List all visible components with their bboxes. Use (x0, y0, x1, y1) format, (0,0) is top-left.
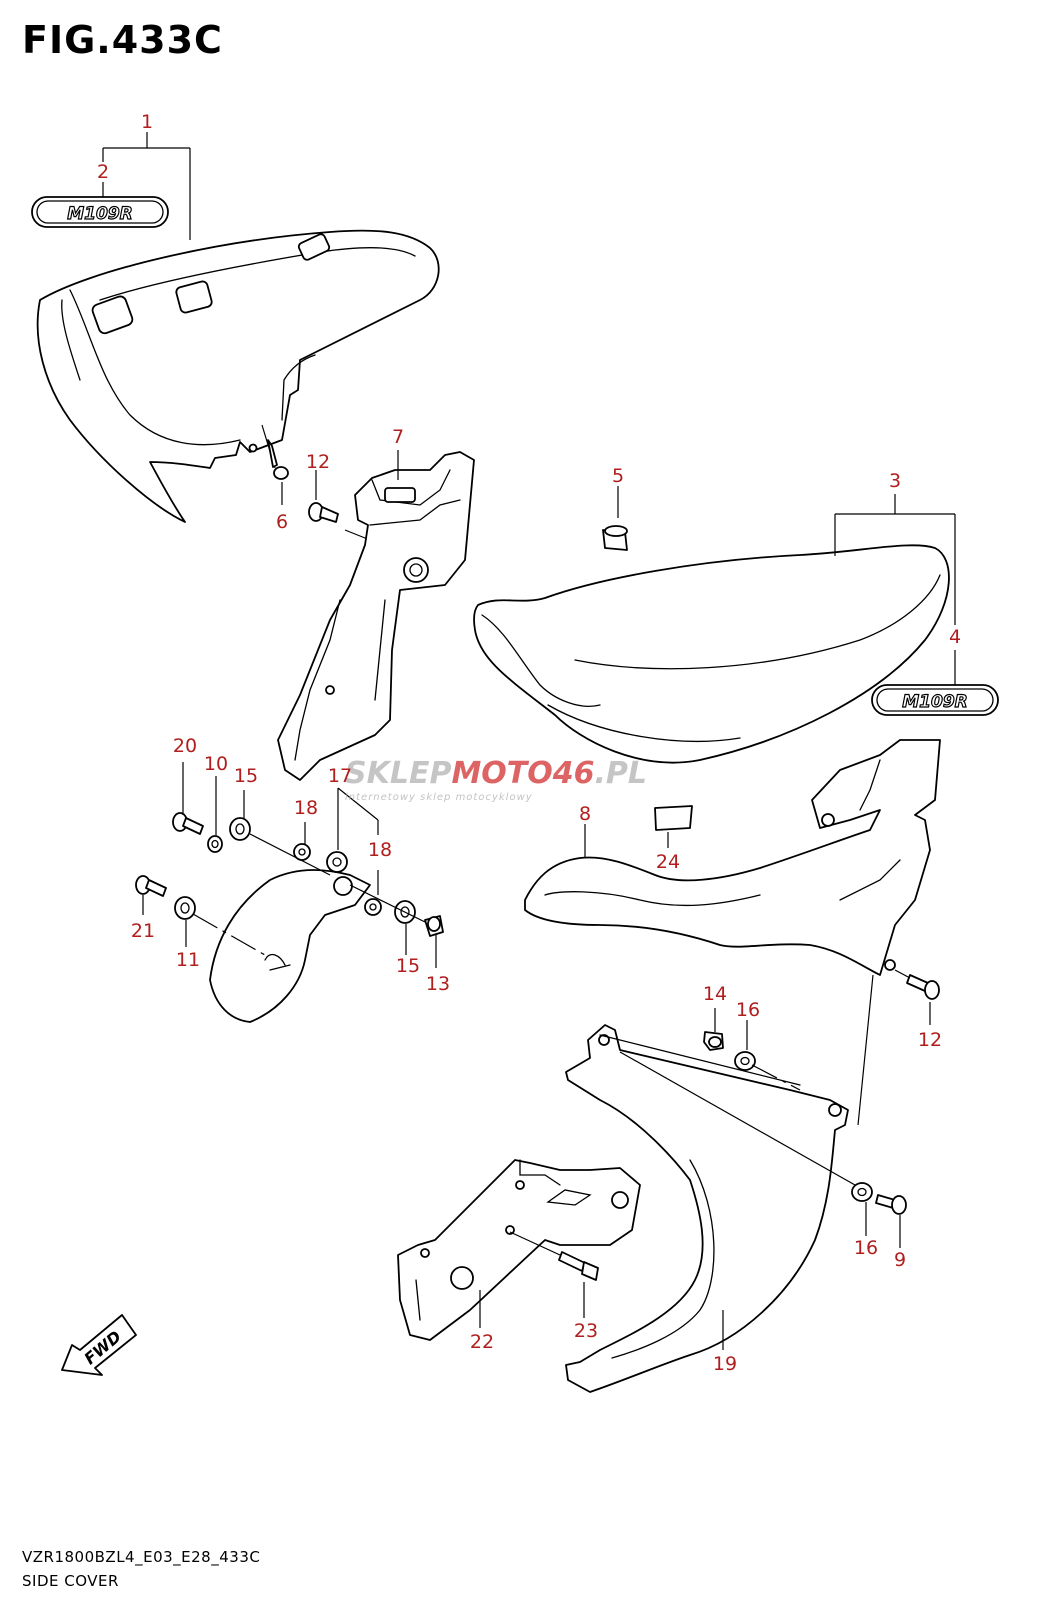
bracket-22[interactable] (397, 1159, 641, 1341)
watermark-brand-b: MOTO (451, 756, 552, 791)
bolt-20[interactable] (172, 812, 204, 835)
svg-text:SKLEPMOTO46.PL: SKLEPMOTO46.PL (345, 756, 647, 791)
grommet-11[interactable] (174, 896, 196, 920)
callout-19: 19 (713, 1353, 737, 1375)
callout-12-upper: 12 (306, 451, 330, 473)
bolt-12-upper[interactable] (308, 502, 376, 543)
washer-10[interactable] (207, 835, 223, 853)
callout-15-upper: 15 (234, 765, 258, 787)
callout-18-lower: 18 (368, 839, 392, 861)
callout-24: 24 (656, 851, 680, 873)
watermark-brand-c: 46 (552, 756, 595, 791)
grommet-16-upper[interactable] (734, 1051, 756, 1071)
bolt-12-lower[interactable] (894, 969, 940, 1000)
watermark-brand-d: .PL (595, 756, 648, 791)
cap-14[interactable] (703, 1031, 724, 1051)
callout-3: 3 (889, 470, 901, 492)
callout-1: 1 (141, 111, 153, 133)
callout-18-upper: 18 (294, 797, 318, 819)
callout-2: 2 (97, 161, 109, 183)
figure-title: FIG.433C (22, 18, 223, 62)
emblem-4-text: M109R (902, 692, 968, 712)
callout-23: 23 (574, 1320, 598, 1342)
frame-cover-upper[interactable] (36, 229, 440, 523)
watermark-logo: SKLEPMOTO46.PL internetowy sklep motocyk… (345, 756, 647, 803)
callout-4: 4 (949, 626, 961, 648)
grommet-17[interactable] (326, 851, 348, 873)
callout-numbers: 1 2 3 4 5 6 7 8 9 10 11 12 12 13 14 15 1… (97, 111, 961, 1375)
bracket-8[interactable] (524, 739, 941, 976)
watermark-tagline: internetowy sklep motocyklowy (345, 792, 533, 803)
callout-16-lower: 16 (854, 1237, 878, 1259)
callout-16-upper: 16 (736, 999, 760, 1021)
washer-18-lower[interactable] (364, 898, 382, 916)
fwd-arrow-icon: FWD (61, 1314, 137, 1376)
bolt-9[interactable] (875, 1194, 907, 1215)
callout-1-bracket (102, 132, 191, 240)
bracket-19[interactable] (565, 1024, 849, 1393)
emblem-2-text: M109R (67, 204, 133, 224)
callout-11: 11 (176, 949, 200, 971)
emblem-2[interactable]: M109R (31, 196, 169, 228)
figure-caption: SIDE COVER (22, 1572, 119, 1590)
watermark-brand-a: SKLEP (345, 756, 451, 791)
washer-18-upper[interactable] (293, 843, 311, 861)
side-cover-3[interactable] (473, 544, 950, 764)
callout-6: 6 (276, 511, 288, 533)
emblem-4[interactable]: M109R (871, 684, 999, 716)
grommet-5[interactable] (602, 525, 628, 551)
cap-13[interactable] (424, 915, 444, 937)
callout-9: 9 (894, 1249, 906, 1271)
callout-21: 21 (131, 920, 155, 942)
grommet-15-upper[interactable] (229, 817, 251, 841)
screw-6[interactable] (261, 424, 289, 480)
callout-10: 10 (204, 753, 228, 775)
callout-20: 20 (173, 735, 197, 757)
grommet-16-lower[interactable] (851, 1182, 873, 1202)
callout-7: 7 (392, 426, 404, 448)
bracket-7[interactable] (277, 451, 475, 781)
callout-3-bracket (834, 494, 956, 685)
callout-13: 13 (426, 973, 450, 995)
bolt-21[interactable] (135, 875, 167, 897)
callout-8: 8 (579, 803, 591, 825)
callout-12-lower: 12 (918, 1029, 942, 1051)
callout-5: 5 (612, 465, 624, 487)
pulley-cover-guard[interactable] (209, 869, 371, 1023)
callout-22: 22 (470, 1331, 494, 1353)
model-code: VZR1800BZL4_E03_E28_433C (22, 1548, 261, 1566)
callout-15-lower: 15 (396, 955, 420, 977)
callout-17: 17 (328, 765, 352, 787)
label-24[interactable] (654, 805, 693, 831)
bolt-23[interactable] (509, 1231, 599, 1281)
leader-lines (142, 450, 931, 1350)
callout-14: 14 (703, 983, 727, 1005)
callout-17-18-bracket (337, 787, 379, 895)
